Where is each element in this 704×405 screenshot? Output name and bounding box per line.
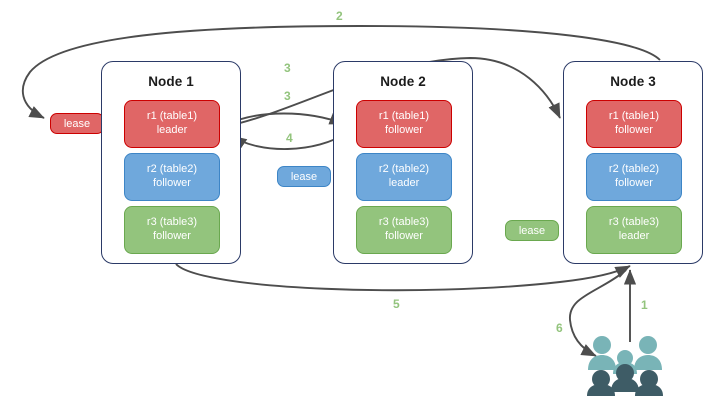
edge-5-path <box>175 263 631 292</box>
replica-node3-r1: r1 (table1) follower <box>586 100 682 148</box>
replica-role: follower <box>153 177 191 189</box>
replica-name: r2 (table2) <box>378 163 430 176</box>
replica-role: follower <box>385 124 423 136</box>
replica-node1-r3: r3 (table3) follower <box>124 206 220 254</box>
replica-node2-r2: r2 (table2) leader <box>356 153 452 201</box>
replica-role: leader <box>156 124 188 136</box>
replica-name: r2 (table2) <box>608 163 660 176</box>
replica-node3-r3: r3 (table3) leader <box>586 206 682 254</box>
replica-name: r1 (table1) <box>378 110 430 123</box>
replica-role: follower <box>385 230 423 242</box>
edge-label-5: 5 <box>393 297 400 311</box>
lease-badge-node3: lease <box>505 220 559 241</box>
edge-label-6: 6 <box>556 321 563 335</box>
replica-node1-r2: r2 (table2) follower <box>124 153 220 201</box>
replica-name: r3 (table3) <box>378 216 430 229</box>
node-card-node1: Node 1 r1 (table1) leader r2 (table2) fo… <box>101 61 241 264</box>
replica-name: r2 (table2) <box>146 163 198 176</box>
edge-label-3-short: 3 <box>284 89 291 103</box>
users-icon <box>587 336 663 396</box>
edge-label-4: 4 <box>286 131 293 145</box>
replica-node3-r2: r2 (table2) follower <box>586 153 682 201</box>
edge-3-short-path <box>227 112 345 125</box>
replica-role: leader <box>388 177 420 189</box>
lease-label: lease <box>63 117 91 130</box>
replica-name: r3 (table3) <box>608 216 660 229</box>
replica-node2-r1: r1 (table1) follower <box>356 100 452 148</box>
node-title: Node 2 <box>380 74 426 89</box>
replica-role: leader <box>618 230 650 242</box>
lease-label: lease <box>518 224 546 237</box>
replica-role: follower <box>615 124 653 136</box>
lease-badge-node1: lease <box>50 113 104 134</box>
node-title: Node 1 <box>148 74 194 89</box>
replica-role: follower <box>615 177 653 189</box>
lease-label: lease <box>290 170 318 183</box>
replica-role: follower <box>153 230 191 242</box>
replica-name: r3 (table3) <box>146 216 198 229</box>
lease-badge-node2: lease <box>277 166 331 187</box>
node-title: Node 3 <box>610 74 656 89</box>
edge-label-3-long: 3 <box>284 61 291 75</box>
replica-node2-r3: r3 (table3) follower <box>356 206 452 254</box>
node-card-node2: Node 2 r1 (table1) follower r2 (table2) … <box>333 61 473 264</box>
replica-node1-r1: r1 (table1) leader <box>124 100 220 148</box>
replica-name: r1 (table1) <box>146 110 198 123</box>
edge-label-1: 1 <box>641 298 648 312</box>
edge-label-2: 2 <box>336 9 343 23</box>
node-card-node3: Node 3 r1 (table1) follower r2 (table2) … <box>563 61 703 264</box>
replica-name: r1 (table1) <box>608 110 660 123</box>
